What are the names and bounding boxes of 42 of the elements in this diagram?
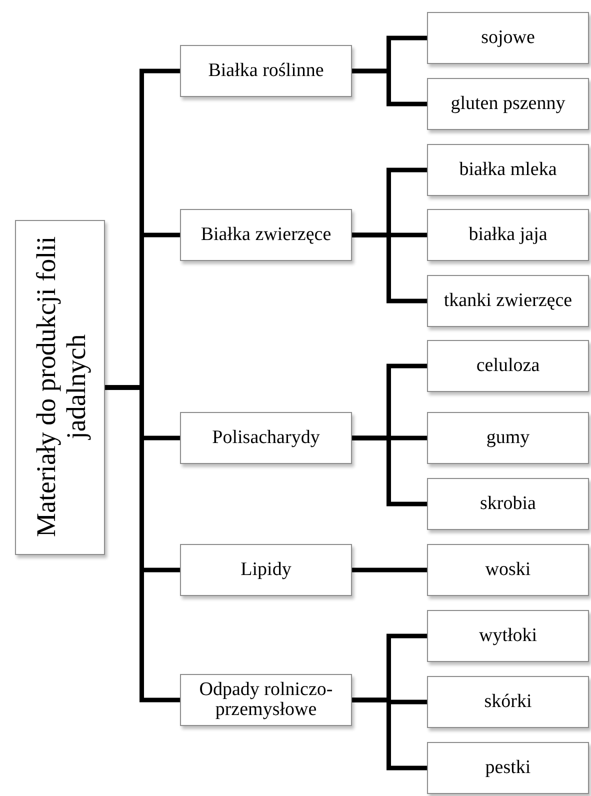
node-text: gumy bbox=[485, 428, 531, 448]
category-box bbox=[427, 78, 589, 130]
node-text: skrobia bbox=[479, 494, 537, 514]
category-box bbox=[180, 544, 352, 596]
node-text: Lipidy bbox=[240, 560, 292, 580]
category-box bbox=[427, 610, 589, 662]
node-text: woski bbox=[484, 560, 532, 580]
category-box bbox=[427, 544, 589, 596]
node-text: Białka zwierzęce bbox=[200, 225, 332, 245]
category-box bbox=[427, 742, 589, 794]
node-text: Materiały do produkcji folii jadalnych bbox=[31, 234, 91, 539]
root-box bbox=[15, 220, 105, 555]
node-text: Polisacharydy bbox=[211, 428, 321, 448]
connector-line bbox=[352, 698, 427, 770]
category-box bbox=[427, 676, 589, 728]
category-box bbox=[427, 412, 589, 464]
connector-line bbox=[352, 232, 427, 304]
node-text: Odpady rolniczo-przemysłowe bbox=[198, 680, 334, 720]
node-text: wytłoki bbox=[478, 626, 538, 646]
category-box bbox=[427, 12, 589, 64]
node-text: Białka roślinne bbox=[207, 61, 325, 81]
node-text: białka jaja bbox=[468, 225, 548, 245]
category-box bbox=[427, 275, 589, 327]
node-text: skórki bbox=[483, 692, 533, 712]
category-box bbox=[427, 209, 589, 261]
connector-line bbox=[105, 385, 180, 702]
category-box bbox=[180, 674, 352, 726]
category-box bbox=[180, 209, 352, 261]
node-text: gluten pszenny bbox=[450, 94, 566, 114]
connector-line bbox=[352, 436, 427, 506]
category-box bbox=[427, 478, 589, 530]
node-text: białka mleka bbox=[458, 160, 558, 180]
connector-line bbox=[352, 568, 427, 572]
node-text: celuloza bbox=[475, 356, 541, 376]
node-text: sojowe bbox=[480, 28, 536, 48]
category-box bbox=[427, 340, 589, 392]
connector-line bbox=[352, 68, 427, 106]
category-box bbox=[180, 45, 352, 97]
category-box bbox=[427, 144, 589, 196]
node-text: tkanki zwierzęce bbox=[442, 291, 574, 311]
category-box bbox=[180, 412, 352, 464]
node-text: pestki bbox=[484, 758, 532, 778]
